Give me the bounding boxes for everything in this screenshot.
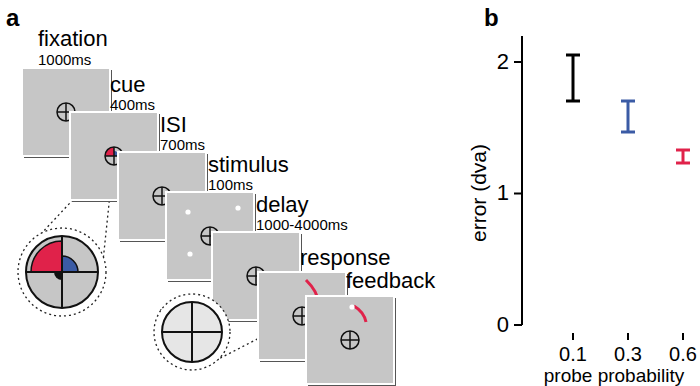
tick-label: 0.3 [614,344,642,364]
feedback-dot [349,304,354,309]
cue-zoom [18,228,106,316]
axis-title: error (dva) [468,144,489,242]
fixation-zoom [154,294,230,370]
fixation-cross [341,331,359,349]
y-axis [514,36,522,325]
phase-name: response [300,247,391,269]
phase-name: fixation [38,28,108,50]
x-ticks [573,333,683,340]
cue-symbol [105,147,119,156]
phase-duration: 1000-4000ms [256,217,348,232]
panel-letter: a [6,6,19,30]
tick-label: 1 [497,182,509,204]
tick-label: 0.1 [559,344,587,364]
phase-name: feedback [346,270,435,292]
phase-duration: 100ms [208,177,253,192]
panel-letter: b [484,6,499,30]
tick-label: 0.6 [669,344,697,364]
error-bars [566,55,690,163]
phase-name: delay [256,194,309,216]
phase-duration: 400ms [110,97,155,112]
phase-duration: 700ms [160,137,205,152]
feedback-arc [354,306,366,322]
feedback-screen [306,296,396,386]
phase-name: ISI [160,114,187,136]
tick-label: 0 [497,314,509,336]
phase-duration: 1000ms [38,52,91,67]
axis-title: probe probability [544,366,684,385]
phase-name: cue [110,74,145,96]
phase-name: stimulus [208,154,289,176]
tick-label: 2 [497,51,509,73]
